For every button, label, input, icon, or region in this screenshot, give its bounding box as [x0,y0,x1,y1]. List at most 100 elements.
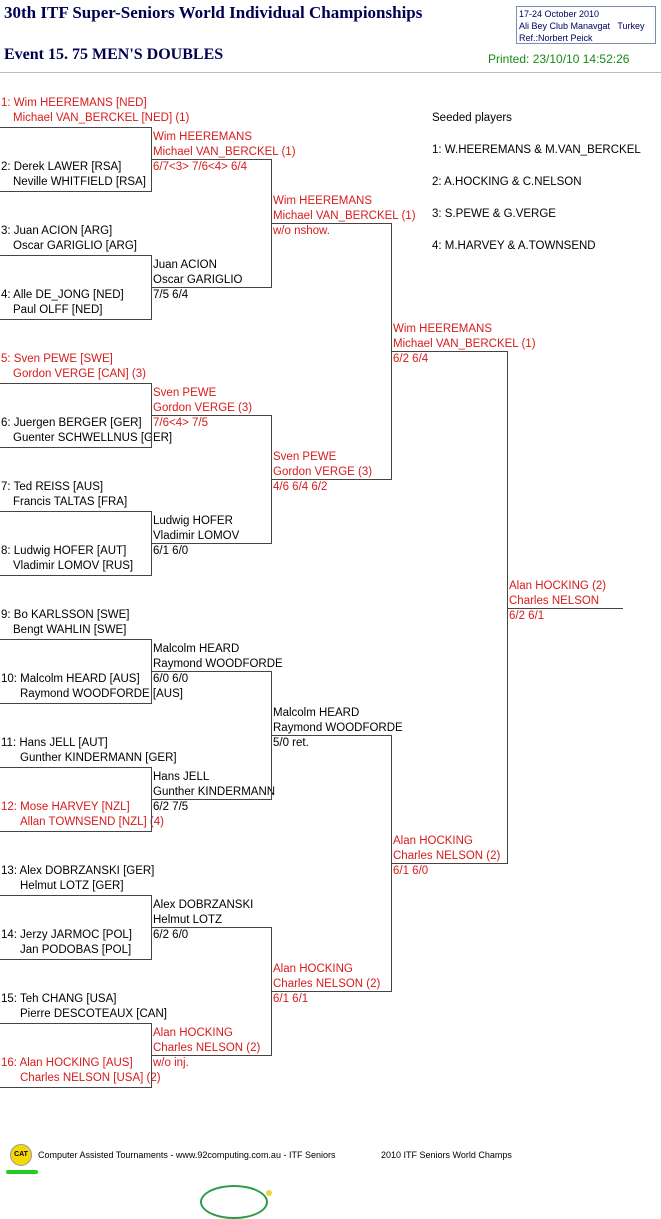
bracket-line [0,703,151,704]
winner-line2: Gordon VERGE (3) [153,402,253,414]
header-divider [0,72,661,73]
entry-line2: Jan PODOBAS [POL] [20,944,132,956]
winner-line2: Oscar GARIGLIO [153,274,243,286]
entry-line2: Paul OLFF [NED] [13,304,103,316]
bracket-line [271,991,391,992]
entry-line1: 13: Alex DOBRZANSKI [GER] [1,865,155,877]
winner-line2: Vladimir LOMOV [153,530,240,542]
entry-line2: Bengt WAHLIN [SWE] [13,624,127,636]
match-score: 6/1 6/0 [393,865,429,877]
entry-line1: 10: Malcolm HEARD [AUS] [1,673,140,685]
bracket-line [0,127,151,128]
entry-line2: Helmut LOTZ [GER] [20,880,124,892]
winner-line1: Wim HEEREMANS [393,323,493,335]
match-score: 7/6<4> 7/5 [153,417,208,429]
entry-line1: 9: Bo KARLSSON [SWE] [1,609,130,621]
bracket-line [0,383,151,384]
winner-line2: Charles NELSON (2) [273,978,381,990]
winner-line1: Malcolm HEARD [153,643,240,655]
winner-line1: Ludwig HOFER [153,515,233,527]
winner-line2: Charles NELSON (2) [393,850,501,862]
winner-line1: Juan ACION [153,259,217,271]
winner-line1: Sven PEWE [153,387,217,399]
logo-underline [6,1170,38,1174]
page-title: 30th ITF Super-Seniors World Individual … [4,3,423,22]
bracket-line [391,351,507,352]
winner-line1: Sven PEWE [273,451,337,463]
bracket-line [0,1023,151,1024]
winner-line1: Malcolm HEARD [273,707,360,719]
seeded-item: 2: A.HOCKING & C.NELSON [432,176,582,188]
winner-line2: Raymond WOODFORDE [273,722,403,734]
cat-logo: CAT [10,1144,32,1166]
match-score: 6/2 7/5 [153,801,189,813]
winner-line1: Wim HEEREMANS [273,195,373,207]
champion-line2: Charles NELSON [509,595,600,607]
match-score: 4/6 6/4 6/2 [273,481,328,493]
winner-line1: Wim HEEREMANS [153,131,253,143]
entry-line2: Vladimir LOMOV [RUS] [13,560,134,572]
bracket-line [0,639,151,640]
champion-line1: Alan HOCKING (2) [509,580,607,592]
entry-line2: Raymond WOODFORDE [AUS] [20,688,183,700]
bracket-line [0,319,151,320]
entry-line2: Pierre DESCOTEAUX [CAN] [20,1008,167,1020]
winner-line1: Alan HOCKING [393,835,473,847]
entry-line2: Oscar GARIGLIO [ARG] [13,240,137,252]
match-score: w/o nshow. [273,225,330,237]
entry-line1: 15: Teh CHANG [USA] [1,993,117,1005]
entry-line1: 14: Jerzy JARMOC [POL] [1,929,133,941]
bracket-line [151,287,271,288]
bracket-line [151,415,271,416]
entry-line1: 16: Alan HOCKING [AUS] [1,1057,133,1069]
winner-line1: Alex DOBRZANSKI [153,899,254,911]
bracket-line [391,863,507,864]
entry-line1: 5: Sven PEWE [SWE] [1,353,113,365]
bracket-line [507,608,623,609]
seeded-item: 1: W.HEEREMANS & M.VAN_BERCKEL [432,144,641,156]
winner-line1: Hans JELL [153,771,210,783]
bracket-line [271,479,391,480]
entry-line2: Francis TALTAS [FRA] [13,496,128,508]
winner-line2: Helmut LOTZ [153,914,223,926]
decorative-dot [266,1190,272,1196]
match-score: 6/1 6/1 [273,993,309,1005]
entry-line1: 7: Ted REISS [AUS] [1,481,104,493]
winner-line2: Gordon VERGE (3) [273,466,373,478]
bracket-line [151,671,271,672]
entry-line1: 12: Mose HARVEY [NZL] [1,801,130,813]
winner-line2: Michael VAN_BERCKEL (1) [153,146,296,158]
decorative-logo [200,1185,268,1219]
entry-line2: Guenter SCHWELLNUS [GER] [13,432,173,444]
bracket-line [0,767,151,768]
match-score: 7/5 6/4 [153,289,189,301]
match-score: 6/7<3> 7/6<4> 6/4 [153,161,248,173]
seeded-heading: Seeded players [432,112,512,124]
seeded-item: 3: S.PEWE & G.VERGE [432,208,556,220]
bracket-line [151,543,271,544]
footer-event: 2010 ITF Seniors World Champs [381,1150,512,1160]
match-score: w/o inj. [153,1057,189,1069]
bracket-line [0,447,151,448]
bracket-line [271,223,391,224]
dates-text: 17-24 October 2010 [519,9,600,19]
bracket-line [0,1087,151,1088]
entry-line1: 11: Hans JELL [AUT] [1,737,108,749]
entry-line2: Charles NELSON [USA] (2) [20,1072,161,1084]
bracket-line [151,799,271,800]
winner-line2: Charles NELSON (2) [153,1042,261,1054]
bracket-line [0,959,151,960]
final-score: 6/2 6/1 [509,610,545,622]
bracket-line [151,1055,271,1056]
info-box: 17-24 October 2010 Ali Bey Club Manavgat… [516,6,656,44]
match-score: 6/1 6/0 [153,545,189,557]
entry-line1: 6: Juergen BERGER [GER] [1,417,142,429]
bracket-line [151,927,271,928]
entry-line2: Gunther KINDERMANN [GER] [20,752,177,764]
entry-line1: 2: Derek LAWER [RSA] [1,161,122,173]
entry-line1: 4: Alle DE_JONG [NED] [1,289,124,301]
entry-line1: 8: Ludwig HOFER [AUT] [1,545,127,557]
match-score: 6/0 6/0 [153,673,189,685]
bracket-line [0,191,151,192]
winner-line1: Alan HOCKING [273,963,353,975]
